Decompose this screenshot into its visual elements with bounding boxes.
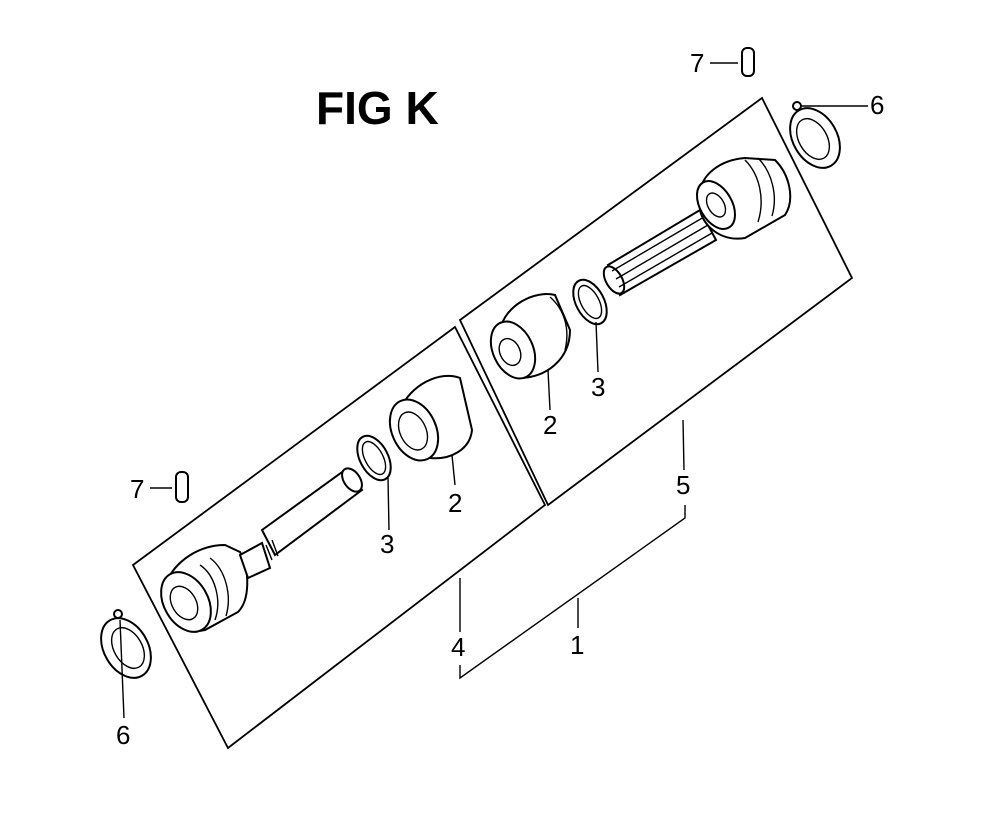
callout-left-ring: 3	[380, 529, 394, 559]
right-snap-ring	[572, 278, 608, 326]
bottom-left-clamp	[100, 609, 152, 679]
left-boot	[388, 374, 474, 462]
left-shaft	[238, 467, 364, 580]
left-assembly-box	[131, 325, 547, 750]
left-outer-joint	[160, 543, 249, 633]
callout-right-assembly: 5	[676, 470, 690, 500]
callout-right-boot: 2	[543, 410, 557, 440]
callout-left-pin: 7	[130, 474, 144, 504]
left-pin	[150, 471, 189, 503]
callout-left-boot: 2	[448, 488, 462, 518]
callout-right-ring: 3	[591, 372, 605, 402]
right-splined-shaft	[602, 208, 718, 297]
callout-top-pin: 7	[690, 48, 704, 78]
figure-title: FIG K	[316, 82, 439, 134]
right-boot-leader	[547, 369, 551, 411]
callout-left-clamp: 6	[116, 720, 130, 750]
callout-left-assembly: 4	[451, 632, 465, 662]
left-boot-leader	[451, 454, 456, 486]
callout-top-clamp: 6	[870, 90, 884, 120]
bottom-clamp-leader	[119, 619, 125, 719]
left-snap-ring	[356, 434, 392, 482]
right-boot	[489, 293, 572, 380]
left-ring-leader	[387, 477, 390, 531]
right-assembly-leader	[682, 419, 685, 471]
assembly-bracket	[459, 505, 686, 680]
callout-full-assembly: 1	[570, 630, 584, 660]
top-pin	[710, 47, 755, 77]
right-ring-leader	[595, 321, 599, 373]
right-assembly-box	[458, 96, 854, 507]
right-inner-joint	[696, 156, 792, 240]
top-right-clamp	[789, 101, 841, 169]
